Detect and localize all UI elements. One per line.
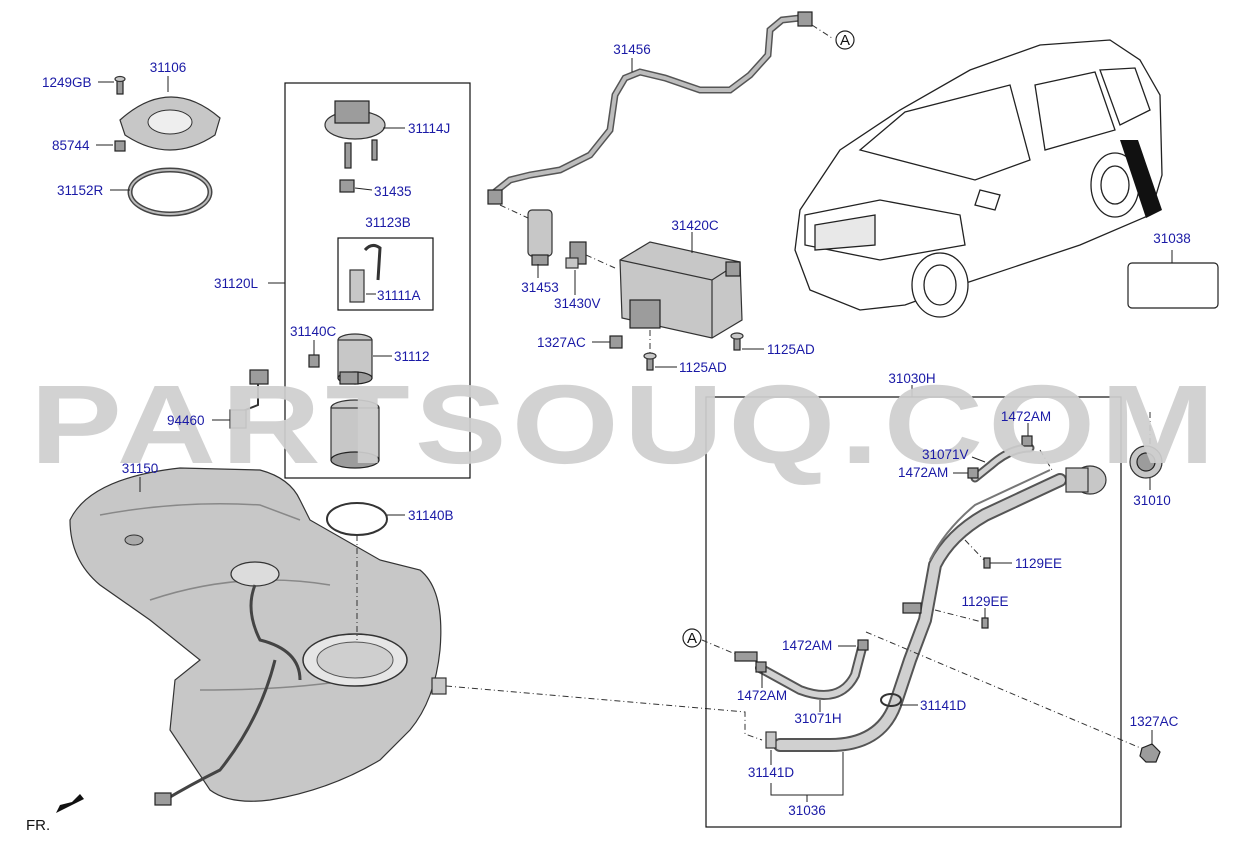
part-94460-sensor[interactable] (229, 369, 269, 429)
label-31123b[interactable]: 31123B (365, 215, 411, 230)
part-1129ee-bolt-2[interactable] (981, 617, 989, 629)
arrow-left-icon (56, 794, 84, 813)
callout-a-bottom: A (682, 628, 702, 648)
group-box-31123b (337, 237, 434, 311)
label-31111a[interactable]: 31111A (377, 288, 421, 303)
part-31430v-valve[interactable] (565, 241, 587, 269)
part-1125ad-bolt-a[interactable] (730, 332, 744, 351)
label-31141d-2[interactable]: 31141D (748, 765, 795, 780)
label-31430v[interactable]: 31430V (554, 296, 601, 311)
label-1249gb[interactable]: 1249GB (42, 75, 92, 90)
part-1129ee-bolt-1[interactable] (983, 557, 991, 569)
label-plate-31038 (1127, 262, 1219, 309)
part-31140b-gasket[interactable] (326, 502, 388, 536)
label-31120l[interactable]: 31120L (214, 276, 259, 291)
label-1125ad-b[interactable]: 1125AD (679, 360, 727, 375)
label-1129ee-1[interactable]: 1129EE (1015, 556, 1062, 571)
callout-a-bottom-text: A (687, 630, 697, 647)
label-31010[interactable]: 31010 (1133, 493, 1171, 508)
part-1327ac-nut-top[interactable] (609, 335, 623, 349)
part-1472am-clamp-1[interactable] (1021, 435, 1033, 447)
label-31036[interactable]: 31036 (788, 803, 826, 818)
part-31152r-ring[interactable] (127, 167, 213, 217)
part-filter-element[interactable] (330, 399, 380, 469)
part-31456-vapor-hose[interactable] (487, 11, 813, 205)
label-1125ad-a[interactable]: 1125AD (767, 342, 815, 357)
label-1327ac-top[interactable]: 1327AC (537, 335, 586, 350)
label-31435[interactable]: 31435 (374, 184, 412, 199)
part-connector-a[interactable] (734, 651, 758, 662)
part-31420c-canister[interactable] (619, 241, 743, 339)
part-31141d-clamp-lower[interactable] (765, 731, 777, 749)
group-box-31030h (705, 396, 1122, 828)
label-1472am-3[interactable]: 1472AM (782, 638, 832, 653)
part-1327ac-nut-bottom[interactable] (1139, 743, 1161, 763)
label-31141d-1[interactable]: 31141D (920, 698, 967, 713)
label-31152r[interactable]: 31152R (57, 183, 104, 198)
label-31112[interactable]: 31112 (394, 349, 430, 364)
callout-a-top-text: A (840, 32, 850, 49)
label-94460[interactable]: 94460 (167, 413, 205, 428)
label-31420c[interactable]: 31420C (671, 218, 719, 233)
part-31150-fuel-tank[interactable] (69, 467, 447, 806)
label-31071v[interactable]: 31071V (922, 447, 969, 462)
label-1472am-4[interactable]: 1472AM (737, 688, 787, 703)
part-31141d-clamp-upper[interactable] (880, 693, 902, 707)
label-1327ac-bottom[interactable]: 1327AC (1130, 714, 1179, 729)
part-1249gb-bolt[interactable] (114, 75, 126, 95)
part-bracket[interactable] (902, 602, 922, 614)
label-1129ee-2[interactable]: 1129EE (961, 594, 1008, 609)
callout-a-top: A (835, 30, 855, 50)
part-31106-plate[interactable] (119, 96, 221, 151)
label-31106[interactable]: 31106 (150, 60, 187, 75)
vehicle-illustration (794, 39, 1163, 318)
label-31456[interactable]: 31456 (613, 42, 651, 57)
part-31114j-flange[interactable] (324, 100, 386, 169)
part-31071v-hose[interactable] (970, 443, 1035, 483)
watermark-text: PARTSOUQ.COM (30, 362, 1220, 487)
front-direction-indicator: FR. (26, 794, 84, 834)
label-31030h[interactable]: 31030H (888, 371, 935, 386)
direction-label: FR. (26, 817, 50, 834)
label-31114j[interactable]: 31114J (408, 121, 450, 136)
label-1472am-1[interactable]: 1472AM (1001, 409, 1051, 424)
label-31140b[interactable]: 31140B (408, 508, 454, 523)
label-31140c[interactable]: 31140C (290, 324, 337, 339)
part-85744-nut[interactable] (114, 140, 126, 152)
label-31071h[interactable]: 31071H (794, 711, 841, 726)
group-box-31120l (284, 82, 471, 479)
part-1472am-clamp-4[interactable] (755, 661, 767, 673)
label-1472am-2[interactable]: 1472AM (898, 465, 948, 480)
label-85744[interactable]: 85744 (52, 138, 90, 153)
part-31036-filler-pipe[interactable] (773, 465, 1107, 752)
label-31453[interactable]: 31453 (521, 280, 559, 295)
part-31010-fuel-cap[interactable] (1129, 445, 1163, 479)
label-31038[interactable]: 31038 (1153, 231, 1191, 246)
part-31112-pump[interactable] (337, 333, 373, 385)
part-1472am-clamp-3[interactable] (857, 639, 869, 651)
label-31150[interactable]: 31150 (122, 461, 159, 476)
part-1125ad-bolt-b[interactable] (643, 352, 657, 371)
part-31453-filter[interactable] (527, 209, 553, 266)
part-31071h-hose[interactable] (755, 643, 867, 700)
part-31111a-sender[interactable] (349, 243, 382, 303)
part-31435-clip[interactable] (339, 179, 355, 193)
